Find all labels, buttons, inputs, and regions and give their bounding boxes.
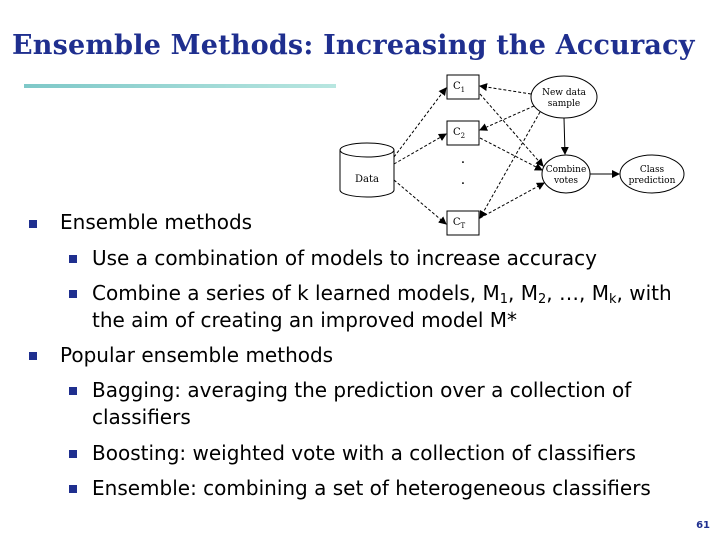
svg-text:CT: CT: [453, 217, 466, 230]
combine-votes: Combine votes: [541, 154, 591, 194]
data-store: Data: [339, 142, 395, 198]
c1-subscript: 1: [461, 86, 465, 94]
sub-bullet-series: Combine a series of k learned models, M1…: [92, 281, 672, 307]
c2-label: C: [453, 127, 461, 138]
bullet-popular-methods: Popular ensemble methods: [60, 343, 334, 367]
bullet-marker: [69, 387, 77, 395]
c1-label: C: [453, 81, 461, 92]
class-prediction: Class prediction: [619, 154, 685, 194]
new-data-label-line1: New data: [542, 88, 587, 98]
combine-label-line2: votes: [553, 176, 578, 186]
ct-label: C: [453, 217, 461, 228]
data-label: Data: [355, 174, 379, 185]
ellipsis-dot: ·: [461, 176, 465, 192]
bullet-marker: [69, 450, 77, 458]
sub-bullet-bagging-continued: classifiers: [92, 405, 191, 429]
bullet-marker: [29, 352, 37, 360]
sub-bullet-boosting: Boosting: weighted vote with a collectio…: [92, 441, 636, 465]
c2-subscript: 2: [461, 132, 465, 140]
ellipsis-dot: ·: [461, 155, 465, 171]
classifier-ct: CT: [446, 210, 480, 236]
new-data-label-line2: sample: [548, 99, 580, 109]
slide-title: Ensemble Methods: Increasing the Accurac…: [12, 30, 695, 61]
sub-bullet-combination: Use a combination of models to increase …: [92, 246, 597, 270]
bullet-marker: [29, 220, 37, 228]
class-label-line1: Class: [640, 165, 665, 175]
bullet-marker: [69, 255, 77, 263]
ct-subscript: T: [460, 222, 465, 230]
svg-text:C1: C1: [453, 81, 465, 94]
sub-bullet-bagging: Bagging: averaging the prediction over a…: [92, 378, 632, 402]
bullet-marker: [69, 485, 77, 493]
classifier-c1: C1: [446, 74, 480, 100]
sub-bullet-ensemble: Ensemble: combining a set of heterogeneo…: [92, 476, 651, 500]
classifier-c2: C2: [446, 120, 480, 146]
bullet-marker: [69, 290, 77, 298]
ensemble-diagram: Data C1 C2 · · CT New data sample Combin…: [339, 74, 685, 236]
new-data-sample: New data sample: [530, 75, 598, 119]
page-number: 61: [696, 520, 710, 531]
sub-bullet-series-continued: the aim of creating an improved model M*: [92, 308, 518, 332]
combine-label-line1: Combine: [546, 165, 587, 175]
svg-text:C2: C2: [453, 127, 465, 140]
class-label-line2: prediction: [629, 176, 676, 186]
title-underline: [24, 84, 336, 88]
bullet-ensemble-methods: Ensemble methods: [60, 210, 253, 234]
